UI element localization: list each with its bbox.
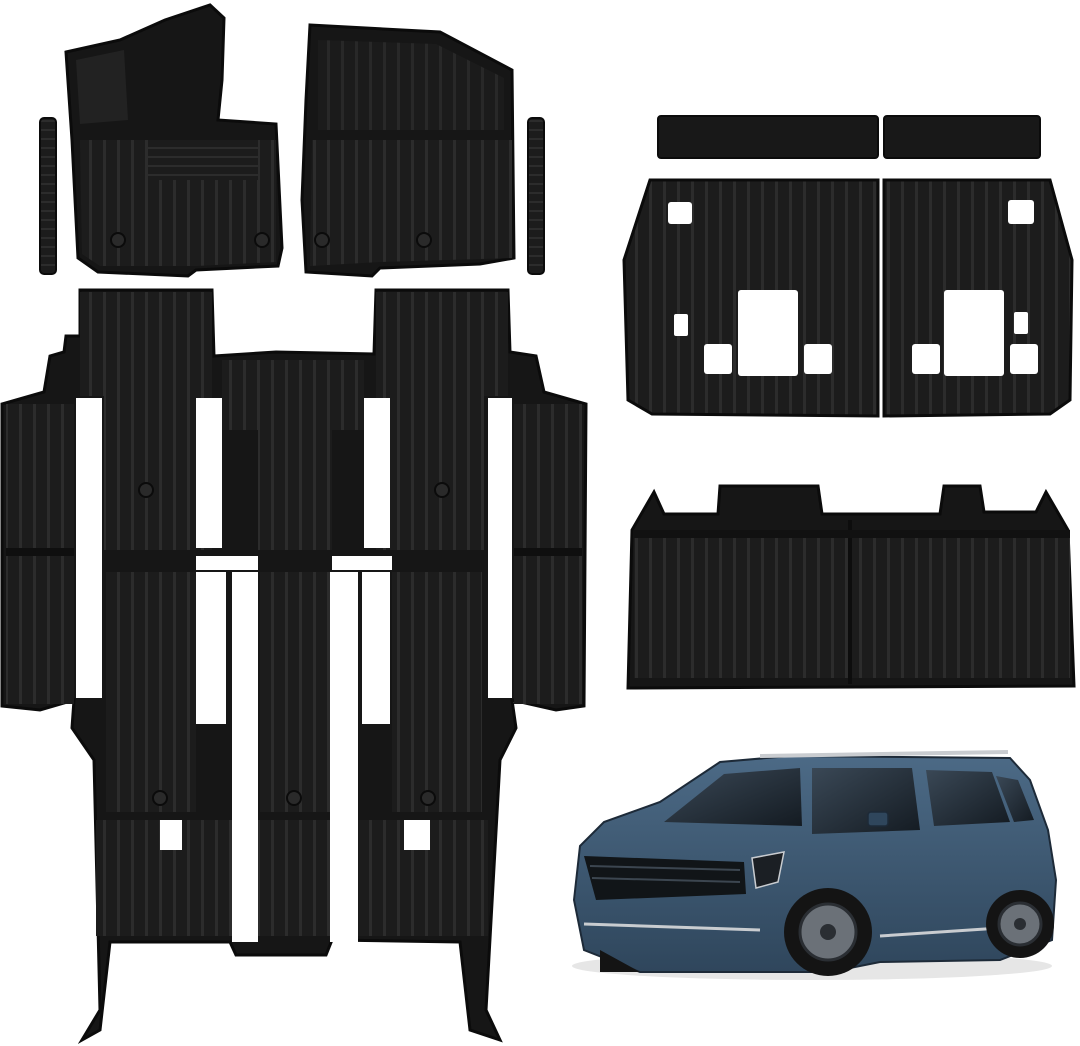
seatback-cover-right (882, 178, 1074, 418)
seatback-protector-strip-right (883, 115, 1041, 159)
seatback-cover-left (622, 178, 880, 418)
second-third-row-liner (0, 288, 588, 1045)
minivan (572, 750, 1058, 980)
right-door-sill-strip (527, 117, 545, 275)
left-door-sill-strip (39, 117, 57, 275)
passenger-front-mat (300, 23, 516, 278)
cargo-liner (626, 484, 1076, 690)
seatback-protector-strip-left (657, 115, 879, 159)
driver-front-mat (64, 3, 284, 278)
